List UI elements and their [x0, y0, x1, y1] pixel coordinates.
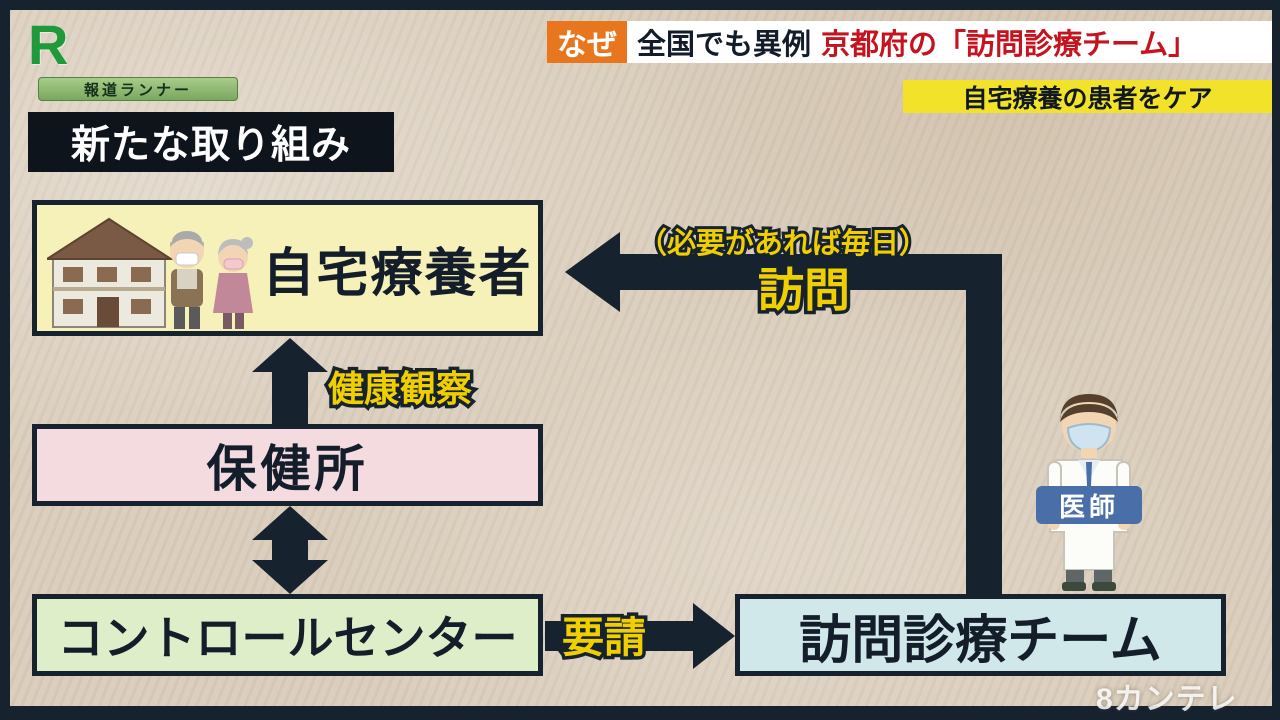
- channel-watermark: 8カンテレ: [1096, 683, 1238, 716]
- arrow-visit-horizontal-shaft: [618, 254, 1002, 290]
- node-home-patient: 自宅療養者: [32, 200, 543, 336]
- arrow-double-bottom-head: [252, 560, 328, 594]
- headline-subtitle-bar: 自宅療養の患者をケア: [903, 80, 1272, 113]
- node-visit-team: 訪問診療チーム: [735, 594, 1226, 676]
- program-name-banner: 報道ランナー: [38, 77, 238, 101]
- node-control-center: コントロールセンター: [32, 594, 543, 676]
- health-observation-label: 健康観察: [324, 365, 475, 413]
- node-health-center: 保健所: [32, 424, 543, 506]
- visit-label: 訪問: [755, 261, 854, 320]
- arrow-visit-vertical-shaft: [966, 256, 1002, 594]
- headline-box: 全国でも異例 京都府の「訪問診療チーム」: [627, 21, 1272, 63]
- doctor-badge: 医師: [1036, 486, 1142, 524]
- arrow-visit-head: [565, 232, 620, 312]
- headline-title-highlight: 京都府の「訪問診療チーム」: [821, 29, 1198, 61]
- arrow-up-head: [252, 338, 328, 372]
- house-and-elderly-couple-icon: [47, 217, 253, 329]
- arrow-double-top-head: [252, 506, 328, 540]
- arrow-double-shaft: [272, 536, 308, 564]
- broadcaster-logo: R: [28, 13, 69, 76]
- arrow-request-shaft: [545, 621, 695, 651]
- node-home-patient-label: 自宅療養者: [262, 244, 533, 303]
- arrow-request-head: [693, 603, 735, 669]
- headline-badge: なぜ: [547, 21, 627, 63]
- visit-note-label: （必要があれば毎日）: [635, 225, 931, 263]
- request-label: 要請: [558, 611, 649, 665]
- diagram-title: 新たな取り組み: [28, 112, 394, 172]
- headline-title-main: 全国でも異例: [637, 29, 812, 61]
- arrow-up-shaft: [272, 370, 308, 424]
